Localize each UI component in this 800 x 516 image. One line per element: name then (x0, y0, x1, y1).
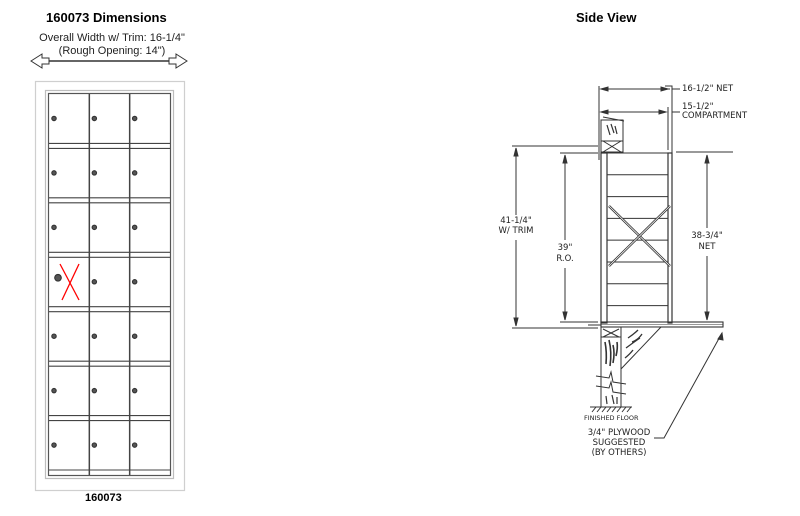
plywood-note-line-3: (BY OTHERS) (591, 448, 647, 458)
width-double-arrow (30, 53, 188, 69)
lock-icon (91, 387, 98, 394)
lock-icon (51, 170, 57, 176)
model-number-label: 160073 (85, 492, 122, 504)
lock-icon (51, 224, 57, 231)
rough-opening-height-label-2: R.O. (556, 254, 574, 264)
lock-icon (131, 115, 138, 122)
height-with-trim-label-2: W/ TRIM (498, 226, 534, 236)
compartment-frame (47, 92, 172, 477)
finished-floor-label: FINISHED FLOOR (584, 414, 639, 422)
rough-opening-label: (Rough Opening: 14") (58, 45, 166, 57)
side-view-title: Side View (576, 10, 637, 25)
front-view-title: 160073 Dimensions (46, 10, 167, 25)
overall-width-label: Overall Width w/ Trim: 16-1/4" (39, 32, 185, 44)
lock-icon (91, 115, 98, 122)
lock-icon (51, 115, 57, 122)
lock-icon (54, 273, 62, 282)
lock-icon (131, 279, 138, 285)
lock-icon (91, 442, 98, 448)
rough-opening-height-label-1: 39" (557, 243, 573, 253)
height-with-trim-label-1: 41-1/4" (500, 216, 532, 226)
net-height-label-1: 38-3/4" (691, 231, 723, 241)
lock-icon (51, 333, 57, 339)
lock-icon (51, 387, 57, 394)
red-x-mark-icon (59, 263, 80, 301)
compartment-grid (49, 94, 170, 475)
lock-icon (91, 224, 98, 231)
lock-icon (131, 387, 138, 394)
compartment-depth-label-1: 15-1/2" (682, 102, 714, 112)
lock-icon (51, 442, 57, 448)
net-height-label-2: NET (698, 242, 716, 252)
plywood-note-line-1: 3/4" PLYWOOD (587, 428, 651, 438)
lock-icon (91, 279, 98, 285)
plywood-note-line-2: SUGGESTED (592, 438, 646, 448)
side-view-drawing (512, 85, 733, 439)
lock-icon (131, 224, 138, 231)
lock-icon (91, 170, 98, 176)
net-depth-label: 16-1/2" NET (682, 84, 734, 94)
compartment-depth-label-2: COMPARTMENT (682, 111, 748, 121)
lock-icon (131, 442, 138, 448)
lock-icon (131, 170, 138, 176)
lock-icon (91, 333, 98, 339)
lock-icon (131, 333, 138, 339)
